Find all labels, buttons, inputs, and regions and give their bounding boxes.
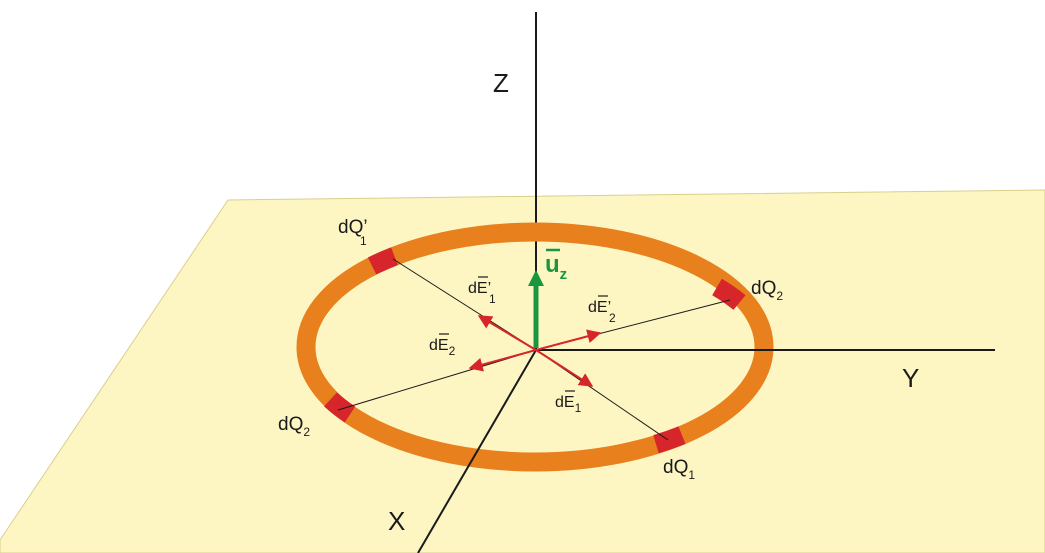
unit-vector-label: uz [545, 251, 567, 283]
charge-label-dq2-text: dQ2 [751, 278, 783, 303]
x-axis-label: X [388, 506, 405, 536]
charge-label-dq1p-sub: 1 [360, 234, 367, 248]
charge-segment-dq2p [324, 392, 356, 423]
field-label-e2p-sub: 2 [609, 311, 616, 325]
charge-segment-dq1p [367, 247, 398, 275]
y-axis-label: Y [902, 363, 919, 393]
field-arrow-e1 [535, 349, 594, 387]
field-arrow-e1p [477, 315, 537, 351]
z-axis-label: Z [493, 68, 509, 98]
field-label-e2: dE2 [429, 337, 456, 358]
charge-segment-dq1 [653, 426, 686, 454]
charge-label-dq2p: dQ2 [278, 414, 310, 439]
field-arrow-e2 [468, 349, 537, 372]
field-label-e1p-sub: 1 [489, 292, 496, 306]
charged-ring [296, 222, 774, 472]
field-label-e1: dE1 [555, 394, 582, 415]
field-arrow-e2p [535, 329, 602, 351]
charge-label-dq1p: dQ’ [338, 217, 368, 238]
charge-segment-dq2 [712, 278, 746, 311]
field-label-e2p: dE’ [588, 299, 611, 316]
field-label-e1p: dE’ [468, 280, 491, 297]
x-axis [417, 349, 537, 553]
charge-label-dq1: dQ1 [663, 457, 695, 482]
